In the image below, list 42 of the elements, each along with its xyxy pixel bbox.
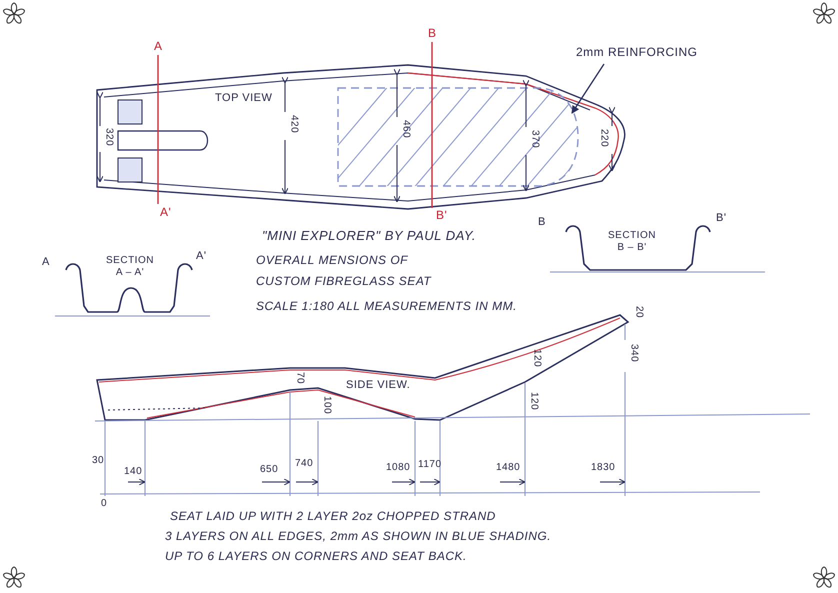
dimension-value: 220: [598, 129, 610, 148]
section-mark: A': [196, 250, 206, 263]
note-text: UP TO 6 LAYERS ON CORNERS AND SEAT BACK.: [165, 550, 467, 564]
dimension-value: 140: [124, 466, 142, 478]
leader-arrow: [571, 64, 605, 114]
section-title: SECTION A – A': [105, 255, 155, 278]
section-mark: B: [428, 27, 437, 41]
dimension-value: 1080: [386, 462, 410, 474]
dimension-value: 120: [531, 349, 542, 368]
dimension-value: 370: [529, 130, 540, 148]
section-mark: A: [42, 256, 50, 269]
dimension-value: 1830: [591, 462, 616, 474]
dimension-value: 420: [288, 115, 300, 134]
section-mark: A: [154, 40, 163, 54]
view-title: TOP VIEW: [215, 92, 272, 105]
dimension-value: 340: [628, 344, 640, 362]
dimension-value: 120: [528, 392, 540, 410]
dimension-value: 460: [400, 120, 412, 138]
dimension-value: 1170: [418, 459, 442, 470]
scale-note: SCALE 1:180 ALL MEASUREMENTS IN MM.: [256, 300, 517, 314]
dimension-value: 320: [103, 128, 114, 146]
dimension-value: 30: [92, 455, 104, 466]
section-mark: B': [716, 212, 726, 225]
description-text: CUSTOM FIBREGLASS SEAT: [256, 275, 432, 289]
section-mark: A': [160, 206, 172, 220]
view-title: SIDE VIEW.: [346, 379, 410, 392]
callout-text: 2mm REINFORCING: [576, 46, 698, 60]
dimension-value: 1480: [496, 462, 520, 474]
dimension-value: 0: [101, 498, 108, 510]
section-title: SECTION B – B': [607, 230, 657, 253]
description-text: OVERALL MENSIONS OF: [256, 254, 408, 268]
section-mark: B: [538, 216, 546, 229]
note-text: SEAT LAID UP WITH 2 LAYER 2oz CHOPPED STRAND: [170, 510, 496, 524]
dimension-value: 740: [295, 458, 314, 470]
dimension-value: 100: [321, 396, 332, 414]
dimension-value: 70: [294, 372, 306, 384]
hatched-reinforcement-area: [337, 87, 579, 187]
note-text: 3 LAYERS ON ALL EDGES, 2mm AS SHOWN IN BLUE SHADING.: [165, 530, 552, 544]
dimension-value: 650: [260, 464, 278, 476]
title-text: "MINI EXPLORER" BY PAUL DAY.: [262, 229, 476, 244]
dimension-value: 20: [633, 306, 644, 318]
section-mark: B': [436, 209, 448, 223]
